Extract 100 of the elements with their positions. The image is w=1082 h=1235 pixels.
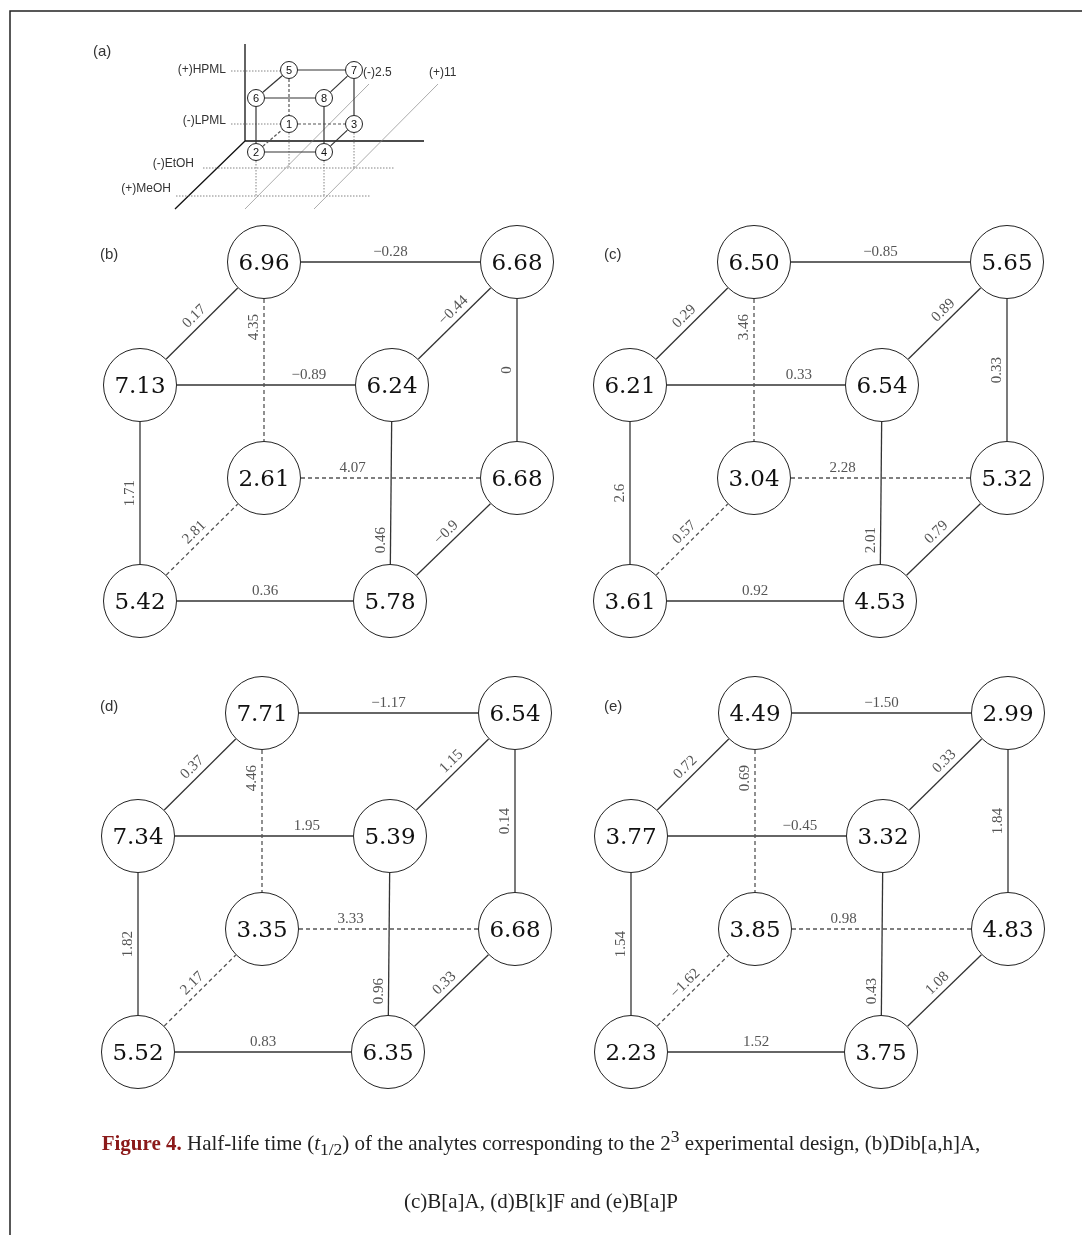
connector-line bbox=[666, 600, 844, 602]
edge-label: 1.71 bbox=[121, 479, 137, 507]
connector-line bbox=[297, 69, 346, 71]
connector-line bbox=[300, 477, 481, 479]
edge-label: −1.17 bbox=[371, 694, 406, 710]
connector-line bbox=[791, 928, 972, 930]
value-circle: 2.61 bbox=[227, 441, 301, 515]
connector-line bbox=[417, 287, 492, 360]
edge-label: 0.33 bbox=[929, 745, 959, 776]
axis-label: (+)HPML bbox=[177, 63, 226, 75]
connector-line bbox=[255, 106, 257, 144]
edge-label: 0.98 bbox=[830, 910, 857, 926]
connector-line bbox=[300, 261, 481, 263]
value-circle: 5.42 bbox=[103, 564, 177, 638]
edge-label: 0.29 bbox=[669, 301, 699, 331]
value-circle: 4.53 bbox=[843, 564, 917, 638]
connector-line bbox=[413, 954, 490, 1027]
value-circle: 3.32 bbox=[846, 799, 920, 873]
connector-line bbox=[629, 421, 631, 565]
edge-label: 0.89 bbox=[928, 294, 958, 325]
edge-label: 0.46 bbox=[372, 527, 388, 554]
connector-line bbox=[630, 872, 632, 1016]
connector-line bbox=[791, 712, 972, 714]
value-circle: 6.50 bbox=[717, 225, 791, 299]
connector-line bbox=[329, 75, 349, 93]
connector-line bbox=[137, 872, 139, 1016]
edge-label: 1.08 bbox=[922, 968, 952, 998]
connector-line bbox=[163, 954, 237, 1027]
edge-label: 0.72 bbox=[670, 752, 700, 782]
edge-label: 0.96 bbox=[370, 978, 386, 1005]
connector-line bbox=[262, 129, 283, 147]
value-circle: 5 bbox=[280, 61, 298, 79]
value-circle: 3.77 bbox=[594, 799, 668, 873]
edge-label: 1.82 bbox=[119, 930, 135, 958]
connector-line bbox=[264, 151, 316, 153]
edge-label: 0.36 bbox=[251, 582, 279, 598]
connector-line bbox=[165, 503, 239, 576]
value-circle: 6.24 bbox=[355, 348, 429, 422]
value-circle: 6.68 bbox=[480, 441, 554, 515]
value-circle: 8 bbox=[315, 89, 333, 107]
connector-line bbox=[906, 954, 983, 1027]
value-circle: 3.85 bbox=[718, 892, 792, 966]
edge-label: 2.28 bbox=[829, 459, 856, 475]
value-circle: 5.65 bbox=[970, 225, 1044, 299]
connector-line bbox=[298, 712, 479, 714]
connector-line bbox=[353, 78, 355, 116]
value-circle: 3.04 bbox=[717, 441, 791, 515]
figure-caption: Figure 4. Half-life time (t$_{1/2}$) of the analytes corresponding to the 2$^{3}$ experimental design, (b)Dib[a,h]A, (c)B[a]A, (d)B[k]F and (e)B[a]P bbox=[100, 1125, 982, 1216]
connector-line bbox=[790, 477, 971, 479]
connector-line bbox=[905, 503, 982, 576]
connector-line bbox=[753, 298, 755, 442]
axis-label: (-)LPML bbox=[182, 114, 226, 126]
connector-line bbox=[879, 421, 883, 565]
connector-line bbox=[389, 421, 393, 565]
panel-label: (d) bbox=[100, 697, 119, 713]
connector-line bbox=[880, 872, 884, 1016]
edge-label: 0.17 bbox=[179, 301, 209, 331]
edge-label: 0.43 bbox=[863, 978, 879, 1005]
value-circle: 6.54 bbox=[478, 676, 552, 750]
edge-label: 0.33 bbox=[988, 356, 1004, 384]
connector-line bbox=[656, 738, 730, 811]
value-circle: 6.68 bbox=[480, 225, 554, 299]
connector-line bbox=[655, 287, 729, 360]
panel-label: (e) bbox=[604, 697, 623, 713]
connector-line bbox=[415, 738, 490, 811]
connector-line bbox=[165, 287, 239, 360]
value-circle: 3.61 bbox=[593, 564, 667, 638]
edge-label: 2.6 bbox=[611, 483, 627, 503]
value-circle: 3.75 bbox=[844, 1015, 918, 1089]
value-circle: 7 bbox=[345, 61, 363, 79]
edge-label: −0.28 bbox=[373, 243, 408, 259]
edge-label: −0.45 bbox=[782, 817, 818, 833]
connector-line bbox=[667, 835, 847, 837]
panel-label: (b) bbox=[100, 245, 119, 261]
connector-line bbox=[907, 287, 982, 360]
connector-line bbox=[263, 298, 265, 442]
edge-label: 0 bbox=[498, 366, 514, 374]
connector-line bbox=[387, 872, 391, 1016]
edge-label: 0.92 bbox=[741, 582, 769, 598]
edge-label: 0.33 bbox=[429, 968, 459, 998]
connector-line bbox=[655, 503, 729, 576]
connector-line bbox=[262, 75, 283, 93]
value-circle: 3.35 bbox=[225, 892, 299, 966]
connector-line bbox=[656, 954, 730, 1027]
axis-label: (+)MeOH bbox=[121, 182, 171, 194]
edge-label: 4.35 bbox=[245, 313, 261, 340]
edge-label: 0.57 bbox=[669, 517, 699, 547]
edge-label: 1.84 bbox=[989, 807, 1005, 835]
edge-label: 2.81 bbox=[179, 517, 209, 547]
edge-label: 0.14 bbox=[496, 807, 512, 835]
value-circle: 4.49 bbox=[718, 676, 792, 750]
value-circle: 2 bbox=[247, 143, 265, 161]
connector-line bbox=[329, 129, 349, 147]
value-circle: 1 bbox=[280, 115, 298, 133]
value-circle: 4 bbox=[315, 143, 333, 161]
value-circle: 4.83 bbox=[971, 892, 1045, 966]
connector-line bbox=[667, 1051, 845, 1053]
panel-label: (a) bbox=[93, 42, 112, 58]
value-circle: 5.78 bbox=[353, 564, 427, 638]
value-circle: 7.34 bbox=[101, 799, 175, 873]
